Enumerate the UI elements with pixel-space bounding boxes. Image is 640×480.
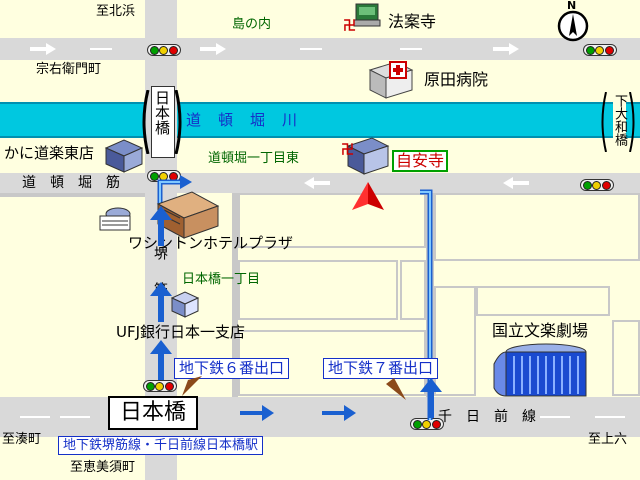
- traffic-light-icon: [410, 418, 444, 430]
- to-kitahama-label: 至北浜: [96, 4, 136, 19]
- exit6-label: 地下鉄６番出口: [174, 358, 290, 379]
- traffic-light-icon: [583, 44, 617, 56]
- bridge-right-label: 下大和橋: [612, 94, 627, 146]
- lane-mark: [20, 416, 50, 418]
- hoanji-building-icon: [353, 3, 381, 27]
- harada-hospital-label: 原田病院: [424, 70, 489, 89]
- hospital-icon: [368, 61, 414, 99]
- route-line-icon: [420, 189, 433, 420]
- arrow-icon: [493, 43, 519, 55]
- shimanouchi-label: 島の内: [232, 17, 272, 32]
- lane-mark: [60, 416, 90, 418]
- souemon-label: 宗右衛門町: [36, 62, 102, 77]
- building-icon: [104, 139, 144, 173]
- arrow-icon: [200, 43, 226, 55]
- jianji-label: 自安寺: [392, 150, 449, 172]
- ufj-bank-label: UFJ銀行日本一支店: [116, 323, 246, 341]
- sennichimae-label: 千 日 前 線: [438, 409, 536, 425]
- lane-mark: [90, 48, 112, 50]
- route-right-arrow-icon: [240, 405, 274, 421]
- to-uehommachi-label: 至上六: [588, 432, 628, 447]
- city-block: [434, 193, 640, 261]
- city-block: [434, 286, 476, 396]
- traffic-light-icon: [147, 44, 181, 56]
- traffic-light-icon: [143, 380, 177, 392]
- bridge-bracket-icon: [142, 90, 150, 154]
- dotonbori-river: [0, 102, 640, 138]
- route-up-arrow-icon: [420, 378, 442, 418]
- sennichimae-road: [0, 397, 640, 437]
- lane-mark: [300, 48, 322, 50]
- exit7-label: 地下鉄７番出口: [323, 358, 439, 379]
- pin-icon: [352, 182, 384, 210]
- route-right-arrow-icon: [322, 405, 356, 421]
- bridge-left-box: [151, 86, 175, 158]
- route-up-arrow-icon: [150, 206, 172, 246]
- theater-building-icon: [493, 343, 587, 397]
- kani-doraku-label: かに道楽東店: [4, 144, 95, 162]
- exit-pointer-icon: [386, 378, 406, 400]
- arrow-icon: [503, 177, 529, 189]
- side-street: [232, 193, 238, 397]
- ufj-building-icon: [170, 291, 200, 318]
- lane-mark: [595, 416, 625, 418]
- nipponbashi-main-label: 日本橋: [108, 396, 199, 430]
- nipponbashi-1-label: 日本橋一丁目: [182, 272, 261, 287]
- national-theater-label: 国立文楽劇場: [492, 321, 589, 340]
- lane-mark: [400, 48, 422, 50]
- exit-pointer-icon: [182, 376, 202, 396]
- city-block: [238, 193, 426, 248]
- station-line-label: 地下鉄堺筋線・千日前線日本橋駅: [58, 436, 264, 455]
- to-minatomachi-label: 至湊町: [2, 432, 42, 447]
- city-block: [476, 286, 610, 316]
- arrow-icon: [304, 177, 330, 189]
- route-up-arrow-icon: [150, 340, 172, 380]
- lane-mark: [540, 416, 570, 418]
- route-up-arrow-icon: [150, 282, 172, 322]
- city-block: [238, 260, 398, 320]
- jianji-building-icon: [346, 137, 390, 175]
- route-arrow-icon: [157, 175, 192, 212]
- river-label: 道 頓 堀 川: [186, 111, 299, 129]
- city-block: [400, 260, 426, 320]
- compass-n-label: N: [567, 0, 577, 12]
- sidewalk: [0, 193, 145, 197]
- north-compass-icon: [557, 10, 589, 42]
- washington-hotel-label: ワシントンホテルプラザ: [128, 234, 294, 252]
- hoanji-label: 法案寺: [388, 12, 437, 31]
- hotel-building-icon: [156, 191, 220, 239]
- bridge-bracket-icon: [629, 92, 635, 152]
- traffic-light-icon: [580, 179, 614, 191]
- to-ebisucho-label: 至恵美須町: [70, 460, 136, 475]
- bridge-bracket-icon: [601, 92, 607, 152]
- bridge-left-label: 日本橋: [153, 90, 171, 135]
- temple-icon: 卍: [343, 19, 357, 34]
- dotonbori-suji-label: 道 頓 堀 筋: [22, 175, 120, 191]
- bridge-bracket-icon: [174, 90, 182, 154]
- arrow-icon: [30, 43, 56, 55]
- city-block: [612, 320, 640, 396]
- dotonbori-1e-label: 道頓堀一丁目東: [208, 151, 300, 166]
- bank-icon: [99, 207, 131, 231]
- temple-icon: 卍: [341, 143, 355, 158]
